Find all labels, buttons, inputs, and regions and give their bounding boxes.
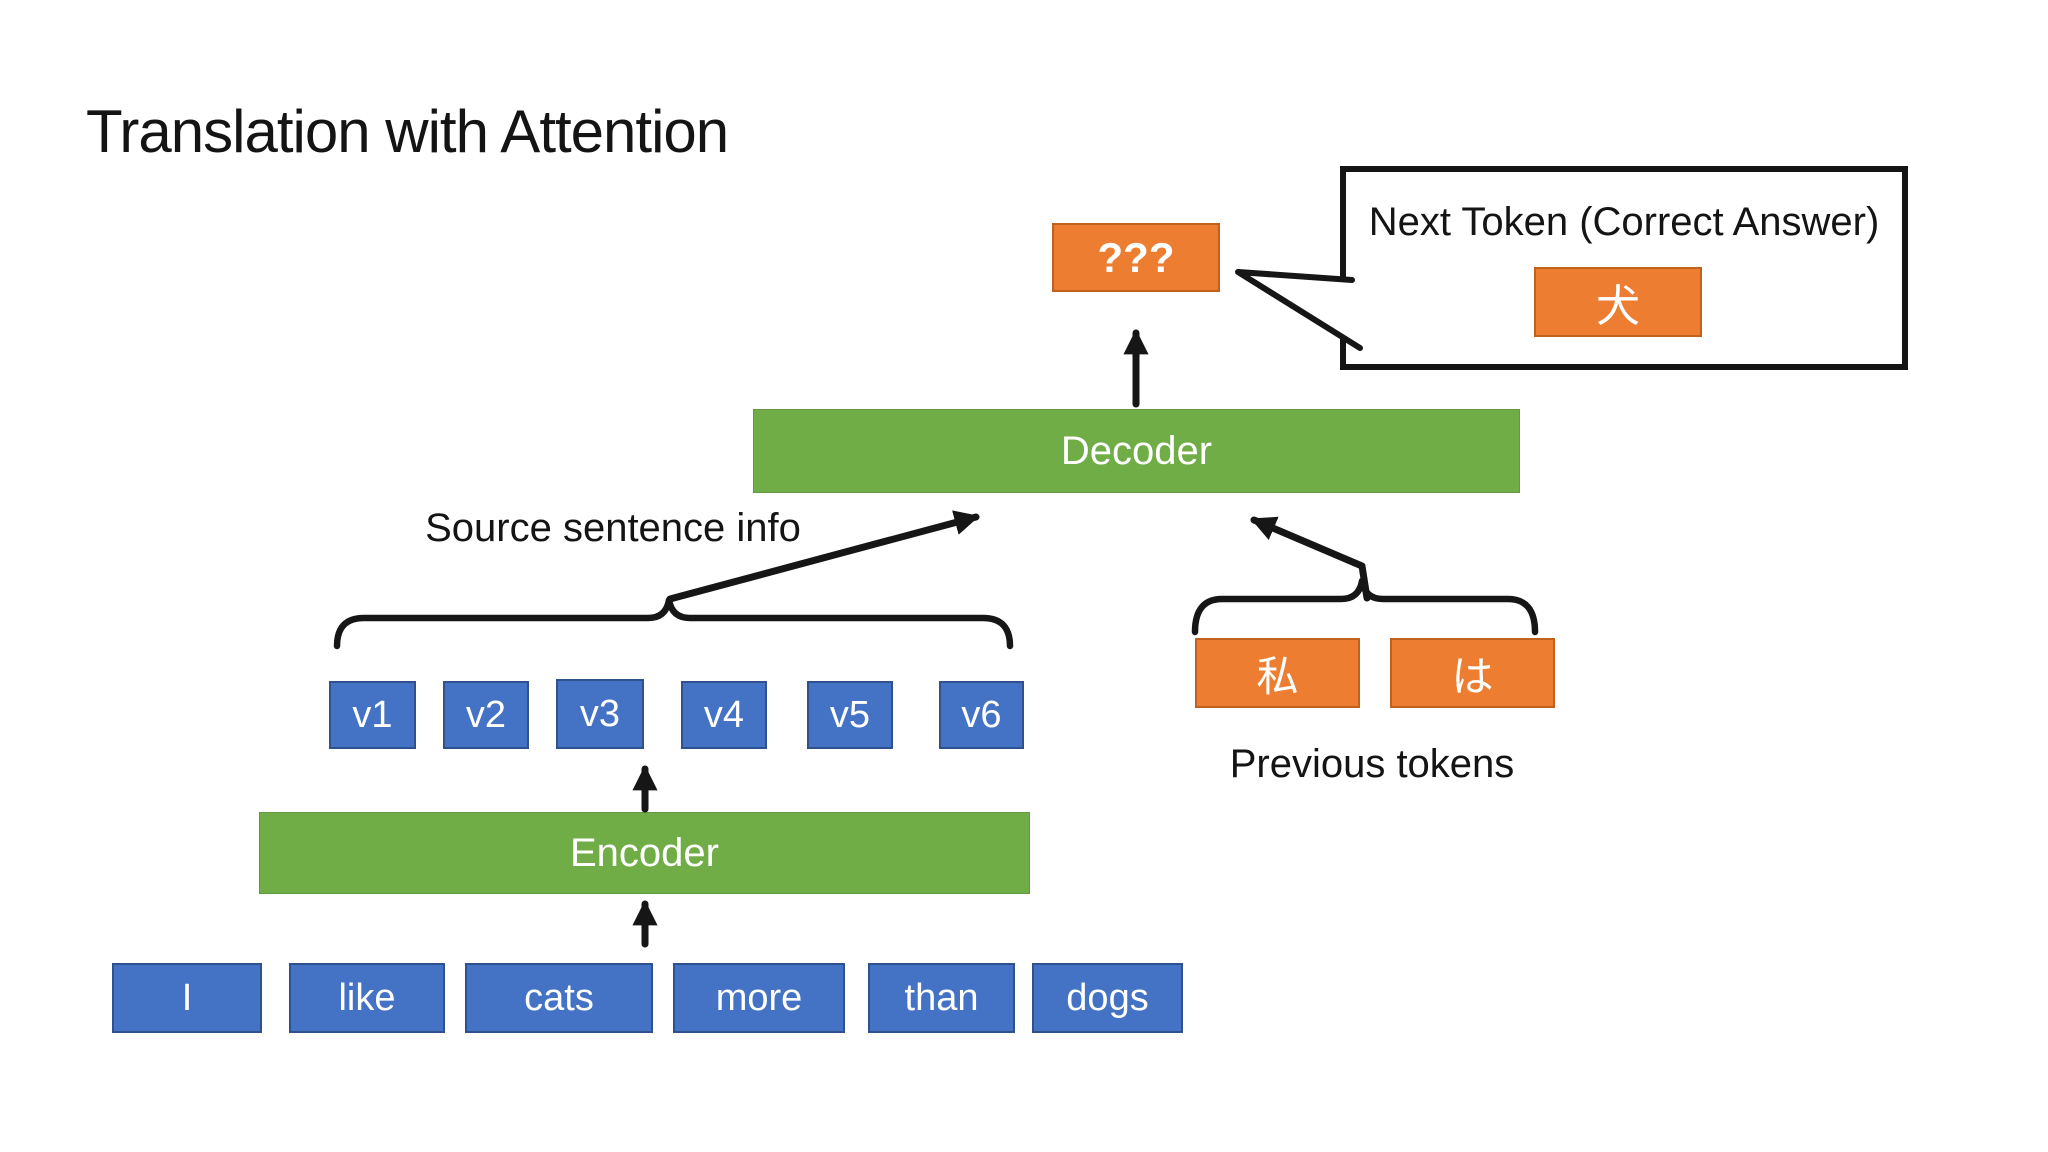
source-token-4: more xyxy=(673,963,845,1033)
callout-answer-token-box: 犬 xyxy=(1534,267,1702,337)
encoder-output-v4: v4 xyxy=(681,681,767,749)
source-token-2: like xyxy=(289,963,445,1033)
source-token-5: than xyxy=(868,963,1015,1033)
next-token-callout: Next Token (Correct Answer) 犬 xyxy=(1340,166,1908,370)
brace-encoder-outputs xyxy=(333,596,1014,650)
encoder-output-v6: v6 xyxy=(939,681,1024,749)
decoder-block: Decoder xyxy=(753,409,1520,493)
encoder-output-v3: v3 xyxy=(556,679,644,749)
previous-tokens-label: Previous tokens xyxy=(1229,742,1515,786)
encoder-block: Encoder xyxy=(259,812,1030,894)
prediction-placeholder-box: ??? xyxy=(1052,223,1220,292)
source-token-3: cats xyxy=(465,963,653,1033)
slide-title: Translation with Attention xyxy=(86,98,729,165)
encoder-output-v5: v5 xyxy=(807,681,893,749)
arrow-previous-tokens-to-decoder xyxy=(1250,516,1371,602)
callout-heading: Next Token (Correct Answer) xyxy=(1368,200,1880,244)
previous-token-2: は xyxy=(1390,638,1555,708)
source-sentence-info-label: Source sentence info xyxy=(425,506,801,550)
source-token-1: I xyxy=(112,963,262,1033)
encoder-output-v1: v1 xyxy=(329,681,416,749)
source-token-6: dogs xyxy=(1032,963,1183,1033)
brace-previous-tokens xyxy=(1191,577,1539,636)
encoder-output-v2: v2 xyxy=(443,681,529,749)
previous-token-1: 私 xyxy=(1195,638,1360,708)
